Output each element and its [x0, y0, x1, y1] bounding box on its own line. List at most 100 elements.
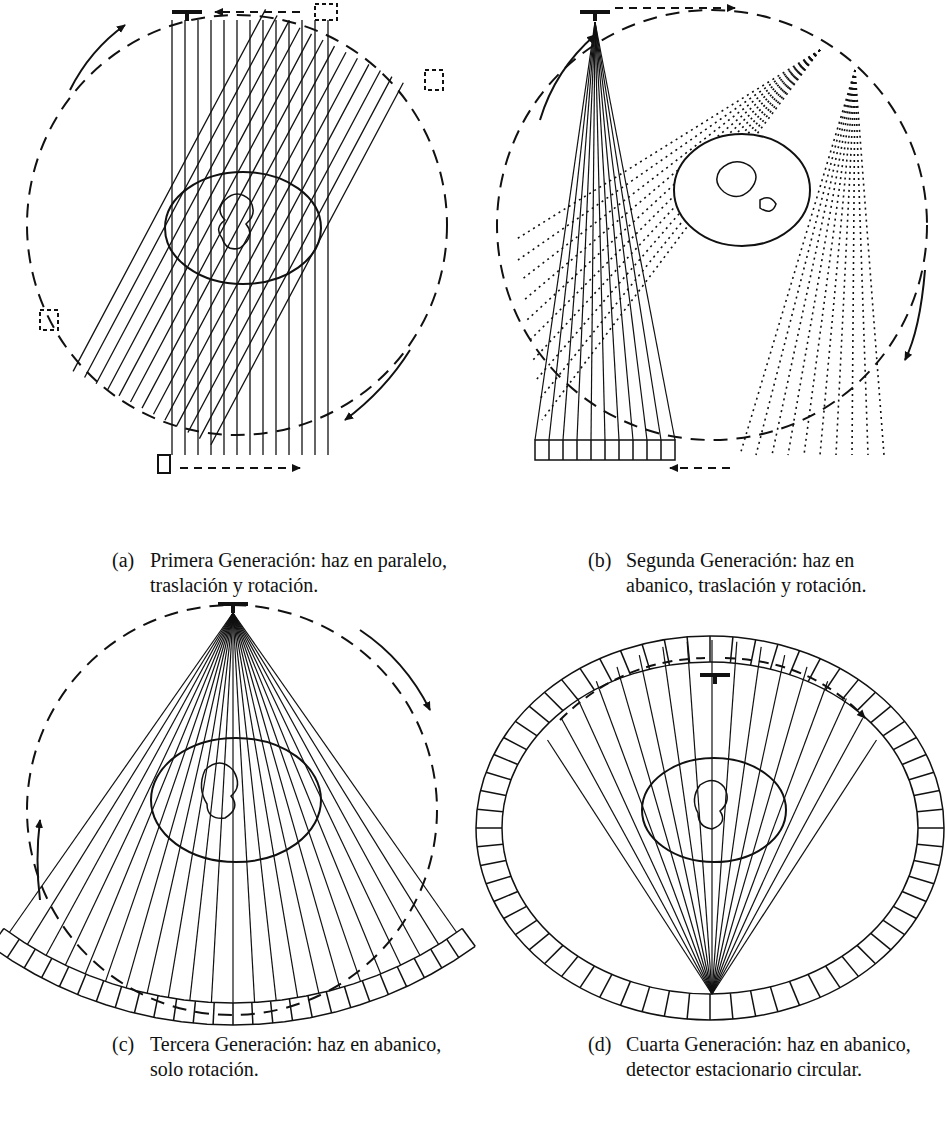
ray [902, 892, 926, 902]
gantry-path [27, 605, 437, 1015]
ray [142, 46, 335, 408]
ray [600, 974, 612, 997]
detector-ring [476, 636, 944, 1020]
ray [233, 613, 361, 982]
ray [314, 20, 315, 455]
ray [857, 945, 875, 963]
ray [213, 1003, 214, 1025]
ray [578, 699, 712, 994]
ray [663, 647, 712, 994]
ray [914, 860, 940, 865]
ray [362, 981, 369, 1002]
ray [826, 966, 840, 988]
ray [197, 20, 198, 455]
ray [740, 70, 855, 455]
ray [712, 647, 761, 994]
ray [595, 22, 605, 440]
ray [154, 52, 347, 414]
ray [515, 920, 537, 935]
patient-section [165, 172, 321, 284]
xray-tube [218, 604, 248, 613]
ray [504, 906, 527, 918]
ray [301, 20, 302, 455]
ray [772, 70, 855, 455]
ray [223, 20, 224, 455]
rotation-arrow [38, 820, 41, 900]
caption-marker: (c) [112, 1032, 148, 1057]
tube-position [425, 70, 443, 90]
ray [664, 991, 669, 1017]
ray [918, 827, 944, 829]
ray [909, 876, 934, 884]
patient-section [151, 738, 321, 862]
ray [233, 613, 340, 988]
ray [115, 987, 121, 1008]
xray-tube [700, 675, 730, 684]
ray [770, 987, 778, 1012]
ray [108, 28, 300, 390]
ray [233, 613, 420, 955]
ray [447, 939, 459, 957]
caption-text: Tercera Generación: haz en abanico, solo… [150, 1032, 460, 1082]
translation-arrow [615, 7, 735, 9]
ray [326, 992, 331, 1013]
ray [712, 681, 828, 994]
ray [105, 613, 233, 982]
ray [494, 892, 518, 902]
ray [494, 755, 518, 765]
xray-tube [172, 12, 202, 21]
ray [504, 738, 527, 750]
detector-array [535, 440, 675, 460]
ray [308, 996, 312, 1018]
ray [252, 1003, 253, 1025]
ray [188, 71, 381, 433]
caption-text: Cuarta Generación: haz en abanico, detec… [626, 1032, 926, 1082]
translation-arrow [180, 467, 300, 469]
ray [590, 440, 592, 460]
ray [530, 50, 820, 340]
ray [709, 636, 711, 662]
caption-marker: (a) [112, 548, 148, 573]
single-detector [158, 455, 170, 473]
ray [131, 40, 324, 402]
ray [521, 50, 820, 280]
ray [539, 50, 820, 400]
ray [518, 50, 820, 260]
detector-position [40, 310, 58, 330]
ray [893, 906, 916, 918]
ray [168, 613, 233, 998]
ray [154, 996, 158, 1018]
ray [85, 16, 278, 378]
ray [595, 22, 633, 440]
patient-section [674, 134, 810, 246]
ray [842, 680, 858, 700]
caption-text: Segunda Generación: haz en abanico, tras… [626, 548, 926, 598]
rotation-arrow [360, 630, 430, 710]
ray [42, 958, 52, 978]
ray [549, 22, 595, 440]
ray [836, 70, 855, 455]
ray [233, 613, 439, 944]
ray [171, 20, 172, 455]
caption-marker: (b) [588, 548, 624, 573]
tube-path [560, 658, 705, 720]
ray [842, 956, 858, 976]
ray [730, 993, 733, 1019]
tube-path [725, 658, 865, 718]
ray [233, 613, 457, 933]
detector-arc [0, 929, 475, 1026]
fan-beams-rotated [515, 50, 884, 455]
ray [193, 1001, 195, 1023]
ray [595, 22, 647, 440]
ray [751, 640, 756, 666]
ray [233, 613, 319, 993]
stationary-detector-ring [476, 636, 944, 1020]
ray [515, 721, 537, 736]
rotation-arrow [905, 270, 925, 360]
ray [917, 844, 943, 847]
fan-beams [548, 640, 877, 994]
ray [595, 22, 661, 440]
ray [642, 987, 650, 1012]
gantry-path [497, 10, 927, 440]
ray [902, 755, 926, 765]
